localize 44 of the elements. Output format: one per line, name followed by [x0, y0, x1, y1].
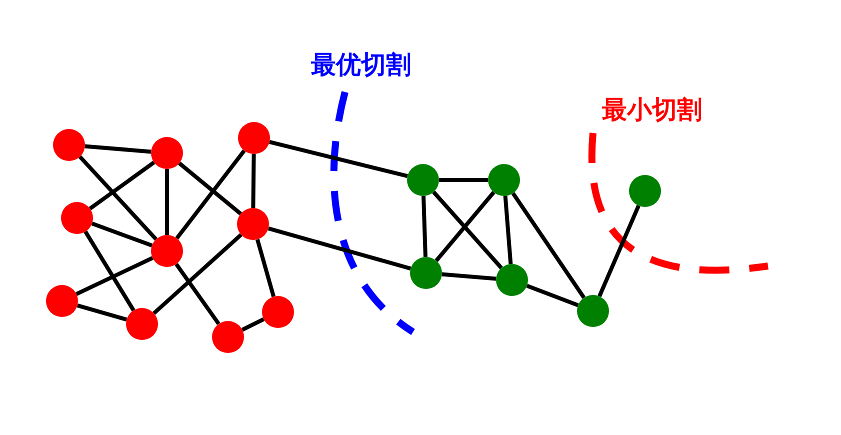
edge-line [511, 192, 586, 299]
edge-line [78, 155, 158, 241]
node-circle [53, 129, 85, 161]
cut-label: 最优切割 [311, 51, 411, 78]
edge-line [84, 144, 152, 154]
node-circle [61, 202, 93, 234]
node-circle [577, 295, 609, 327]
edge-line [432, 190, 503, 270]
edge-line [165, 169, 169, 235]
node-circle [238, 122, 270, 154]
node-circle [496, 264, 528, 296]
edge-line [598, 204, 640, 298]
edge-line [178, 162, 242, 216]
node-circle [126, 308, 158, 340]
edge-line [174, 262, 220, 326]
edge-line [269, 140, 408, 178]
cut-label: 最小切割 [602, 96, 702, 124]
node-circle [410, 257, 442, 289]
node-circle [212, 321, 244, 353]
edge-line [152, 233, 242, 315]
node-circle [488, 164, 520, 196]
node-circle [151, 137, 183, 169]
node-circle [151, 235, 183, 267]
edge-line [91, 222, 153, 248]
node-circle [46, 285, 78, 317]
edge-line [503, 196, 513, 264]
edge-line [442, 272, 496, 281]
node-circle [407, 164, 439, 196]
edge-line [422, 196, 428, 258]
edge-line [255, 238, 276, 298]
edge-line [434, 191, 496, 262]
edge-line [439, 178, 488, 182]
edge-line [84, 230, 136, 312]
edge-line [76, 303, 128, 322]
edge-line [268, 226, 412, 271]
edge-line [526, 284, 579, 308]
node-circle [629, 175, 661, 207]
edge-line [88, 160, 156, 210]
edge-line [251, 154, 256, 208]
node-circle [262, 296, 294, 328]
node-circle [237, 208, 269, 240]
edge-line [241, 317, 265, 332]
edge-line [76, 256, 154, 296]
edge-line [175, 149, 246, 240]
